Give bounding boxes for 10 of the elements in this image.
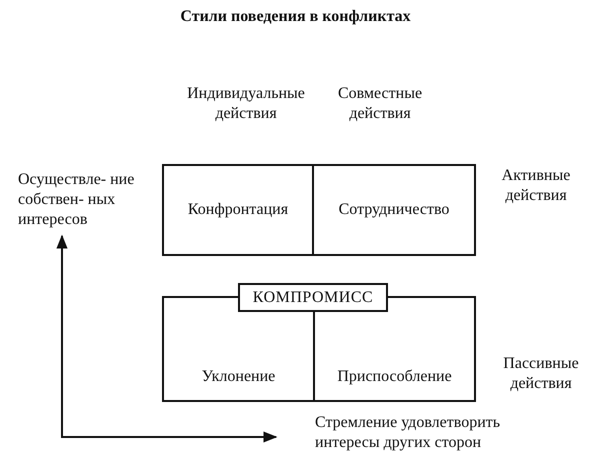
axis-label: Активные действия — [500, 166, 572, 206]
axis-label: Осуществле- ние собствен- ных интересов — [18, 170, 136, 230]
diagram-title: Стили поведения в конфликтах — [179, 8, 412, 26]
axis-label: Совместные действия — [336, 84, 424, 124]
style-cell: Конфронтация — [162, 164, 314, 256]
axis-label: Стремление удовлетворить интересы других сторон — [315, 413, 502, 453]
axis-label: Индивидуальные действия — [186, 84, 306, 124]
style-label: КОМПРОМИСС — [238, 283, 388, 312]
axis-label: Пассивные действия — [502, 354, 580, 394]
style-cell: Сотрудничество — [312, 164, 476, 256]
